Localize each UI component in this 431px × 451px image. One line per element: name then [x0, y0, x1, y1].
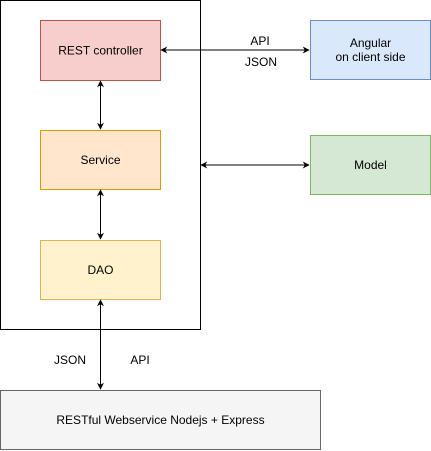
- dao-box: [40, 240, 161, 300]
- model-label: Model: [354, 158, 387, 172]
- model-node: Model: [310, 135, 431, 195]
- model-box: [310, 135, 431, 195]
- angular-label-line1: Angular: [350, 36, 391, 50]
- angular-label-line2: on client side: [335, 50, 405, 64]
- service-label: Service: [80, 153, 120, 167]
- angular-node: Angular on client side: [310, 20, 431, 80]
- rest-controller-box: [40, 20, 161, 81]
- service-node: Service: [40, 130, 161, 190]
- webservice-label: RESTful Webservice Nodejs + Express: [56, 413, 264, 427]
- rest-controller-node: REST controller: [40, 20, 161, 81]
- service-box: [40, 130, 161, 190]
- edge-label-api-bottom: API: [130, 353, 149, 367]
- dao-label: DAO: [87, 263, 113, 277]
- rest-controller-label: REST controller: [58, 44, 142, 58]
- angular-box: [310, 20, 431, 80]
- dao-node: DAO: [40, 240, 161, 300]
- edge-label-json-bottom: JSON: [54, 353, 86, 367]
- edge-label-json-top: JSON: [245, 55, 277, 69]
- webservice-node: RESTful Webservice Nodejs + Express: [0, 390, 321, 450]
- webservice-box: [0, 390, 321, 450]
- edge-label-api-top: API: [250, 34, 269, 48]
